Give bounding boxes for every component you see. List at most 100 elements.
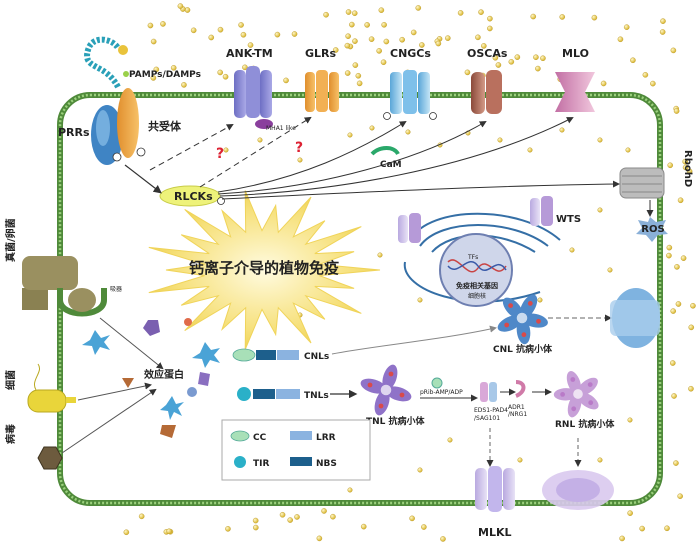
calcium-ion (559, 14, 566, 20)
calcium-ion (630, 57, 636, 64)
rlcks-signaling-arrows (149, 116, 620, 200)
resistosome-subunit (508, 303, 513, 308)
effectors (82, 318, 220, 438)
calcium-ion (225, 526, 231, 532)
virus-label: 病毒 (4, 424, 17, 444)
calcium-ion (369, 125, 375, 131)
oscas-label: OSCAs (467, 47, 508, 60)
resistosome-subunit (587, 382, 593, 387)
calcium-ion (600, 80, 607, 87)
adr1-complex (515, 380, 526, 398)
calcium-ion (376, 48, 382, 54)
resistosome-core (573, 389, 583, 399)
calcium-ion (670, 47, 677, 54)
mlo-label: MLO (562, 47, 589, 60)
genes-label: 免疫相关基因 (456, 281, 498, 290)
calcium-ion (457, 10, 464, 16)
tnl-resistosome-label: TNL 抗病小体 (366, 415, 426, 427)
calcium-ion (680, 255, 687, 261)
calcium-ion (345, 9, 352, 15)
legend: CC LRR TIR NBS (221, 419, 371, 481)
pathogen-effector-arrows (61, 317, 164, 454)
calcium-ion (492, 54, 499, 61)
calcium-ion (252, 517, 259, 524)
ank-tm-label: ANK-TM (226, 47, 273, 60)
calcium-ion (190, 27, 197, 34)
bacterium (27, 363, 76, 413)
nrg1-label: /NRG1 (508, 411, 527, 418)
glrs-label: GLRs (305, 47, 337, 60)
resistosome-subunit (560, 392, 565, 397)
calcium-ion (147, 22, 154, 29)
resistosome-subunit (527, 301, 533, 306)
calcium-ion (283, 77, 289, 84)
prrs-label: PRRs (58, 126, 90, 139)
calcium-ion (380, 59, 387, 66)
calcium-ion (686, 168, 693, 175)
calcium-ion (223, 147, 229, 153)
cnl-resistosome (497, 294, 548, 345)
calcium-ion (475, 34, 481, 41)
calcium-ion (530, 13, 537, 20)
resistosome-petal (382, 364, 398, 391)
resistosome-petal (360, 378, 387, 394)
calcium-ion (323, 11, 329, 18)
calcium-ion (445, 35, 451, 41)
calcium-ion (627, 510, 633, 516)
calcium-ion (316, 535, 323, 542)
calcium-ion (279, 511, 286, 518)
calcium-ion (181, 82, 187, 88)
wts-channel-right (530, 196, 553, 226)
coreceptor-label: 共受体 (148, 119, 182, 133)
calcium-ion (257, 137, 263, 143)
mlo-channel (555, 72, 595, 112)
eds1-complex (480, 382, 497, 402)
sag101-label: /SAG101 (474, 415, 500, 422)
wts-channel-left (398, 213, 421, 243)
calcium-ion (345, 33, 351, 39)
calcium-ion (597, 207, 603, 213)
calcium-ion (349, 21, 355, 28)
resistosome-subunit (378, 403, 384, 409)
calcium-ion (627, 417, 633, 423)
calcium-ion (682, 164, 689, 171)
rbohd-label: RbohD (682, 150, 693, 187)
resistosome-subunit (367, 382, 373, 388)
calcium-ion (352, 38, 358, 44)
question-mark-2: ? (295, 140, 303, 156)
haustorium-label: 吸器 (110, 286, 122, 293)
legend-nbs: NBS (316, 459, 337, 469)
ank-tm-channel (234, 66, 273, 129)
calcium-ion (674, 264, 680, 270)
calcium-ion (360, 523, 367, 530)
resistosome-petal (502, 297, 524, 320)
resistosome-subunit (536, 318, 541, 324)
calcium-ion (351, 10, 358, 17)
calcium-ion (217, 69, 223, 76)
resistosome-subunit (588, 400, 594, 406)
center-title: 钙离子介导的植物免疫 (189, 259, 339, 277)
resistosome-petal (497, 315, 523, 332)
calcium-ion (673, 108, 680, 114)
tfs-label: TFs (467, 254, 478, 261)
calcium-ion (623, 24, 630, 30)
calcium-ion (597, 137, 603, 143)
calcium-ion (166, 528, 172, 535)
calcium-ion (497, 137, 503, 143)
resistosome-petal (385, 386, 412, 402)
calcium-ion (666, 244, 673, 251)
bacteria-label: 细菌 (4, 370, 17, 390)
calcium-ion (533, 54, 539, 61)
calcium-ion (642, 72, 649, 78)
calcium-ion (682, 158, 688, 165)
calcium-ion (253, 524, 259, 531)
calcium-ion (440, 536, 446, 542)
calcium-ion (247, 42, 254, 48)
calcium-ion (160, 21, 166, 27)
calcium-ion (517, 457, 523, 463)
rnl-pore (542, 470, 614, 510)
calcium-ion (659, 29, 666, 35)
cnl-resistosome-label: CNL 抗病小体 (493, 343, 553, 355)
calcium-ion (417, 297, 423, 303)
